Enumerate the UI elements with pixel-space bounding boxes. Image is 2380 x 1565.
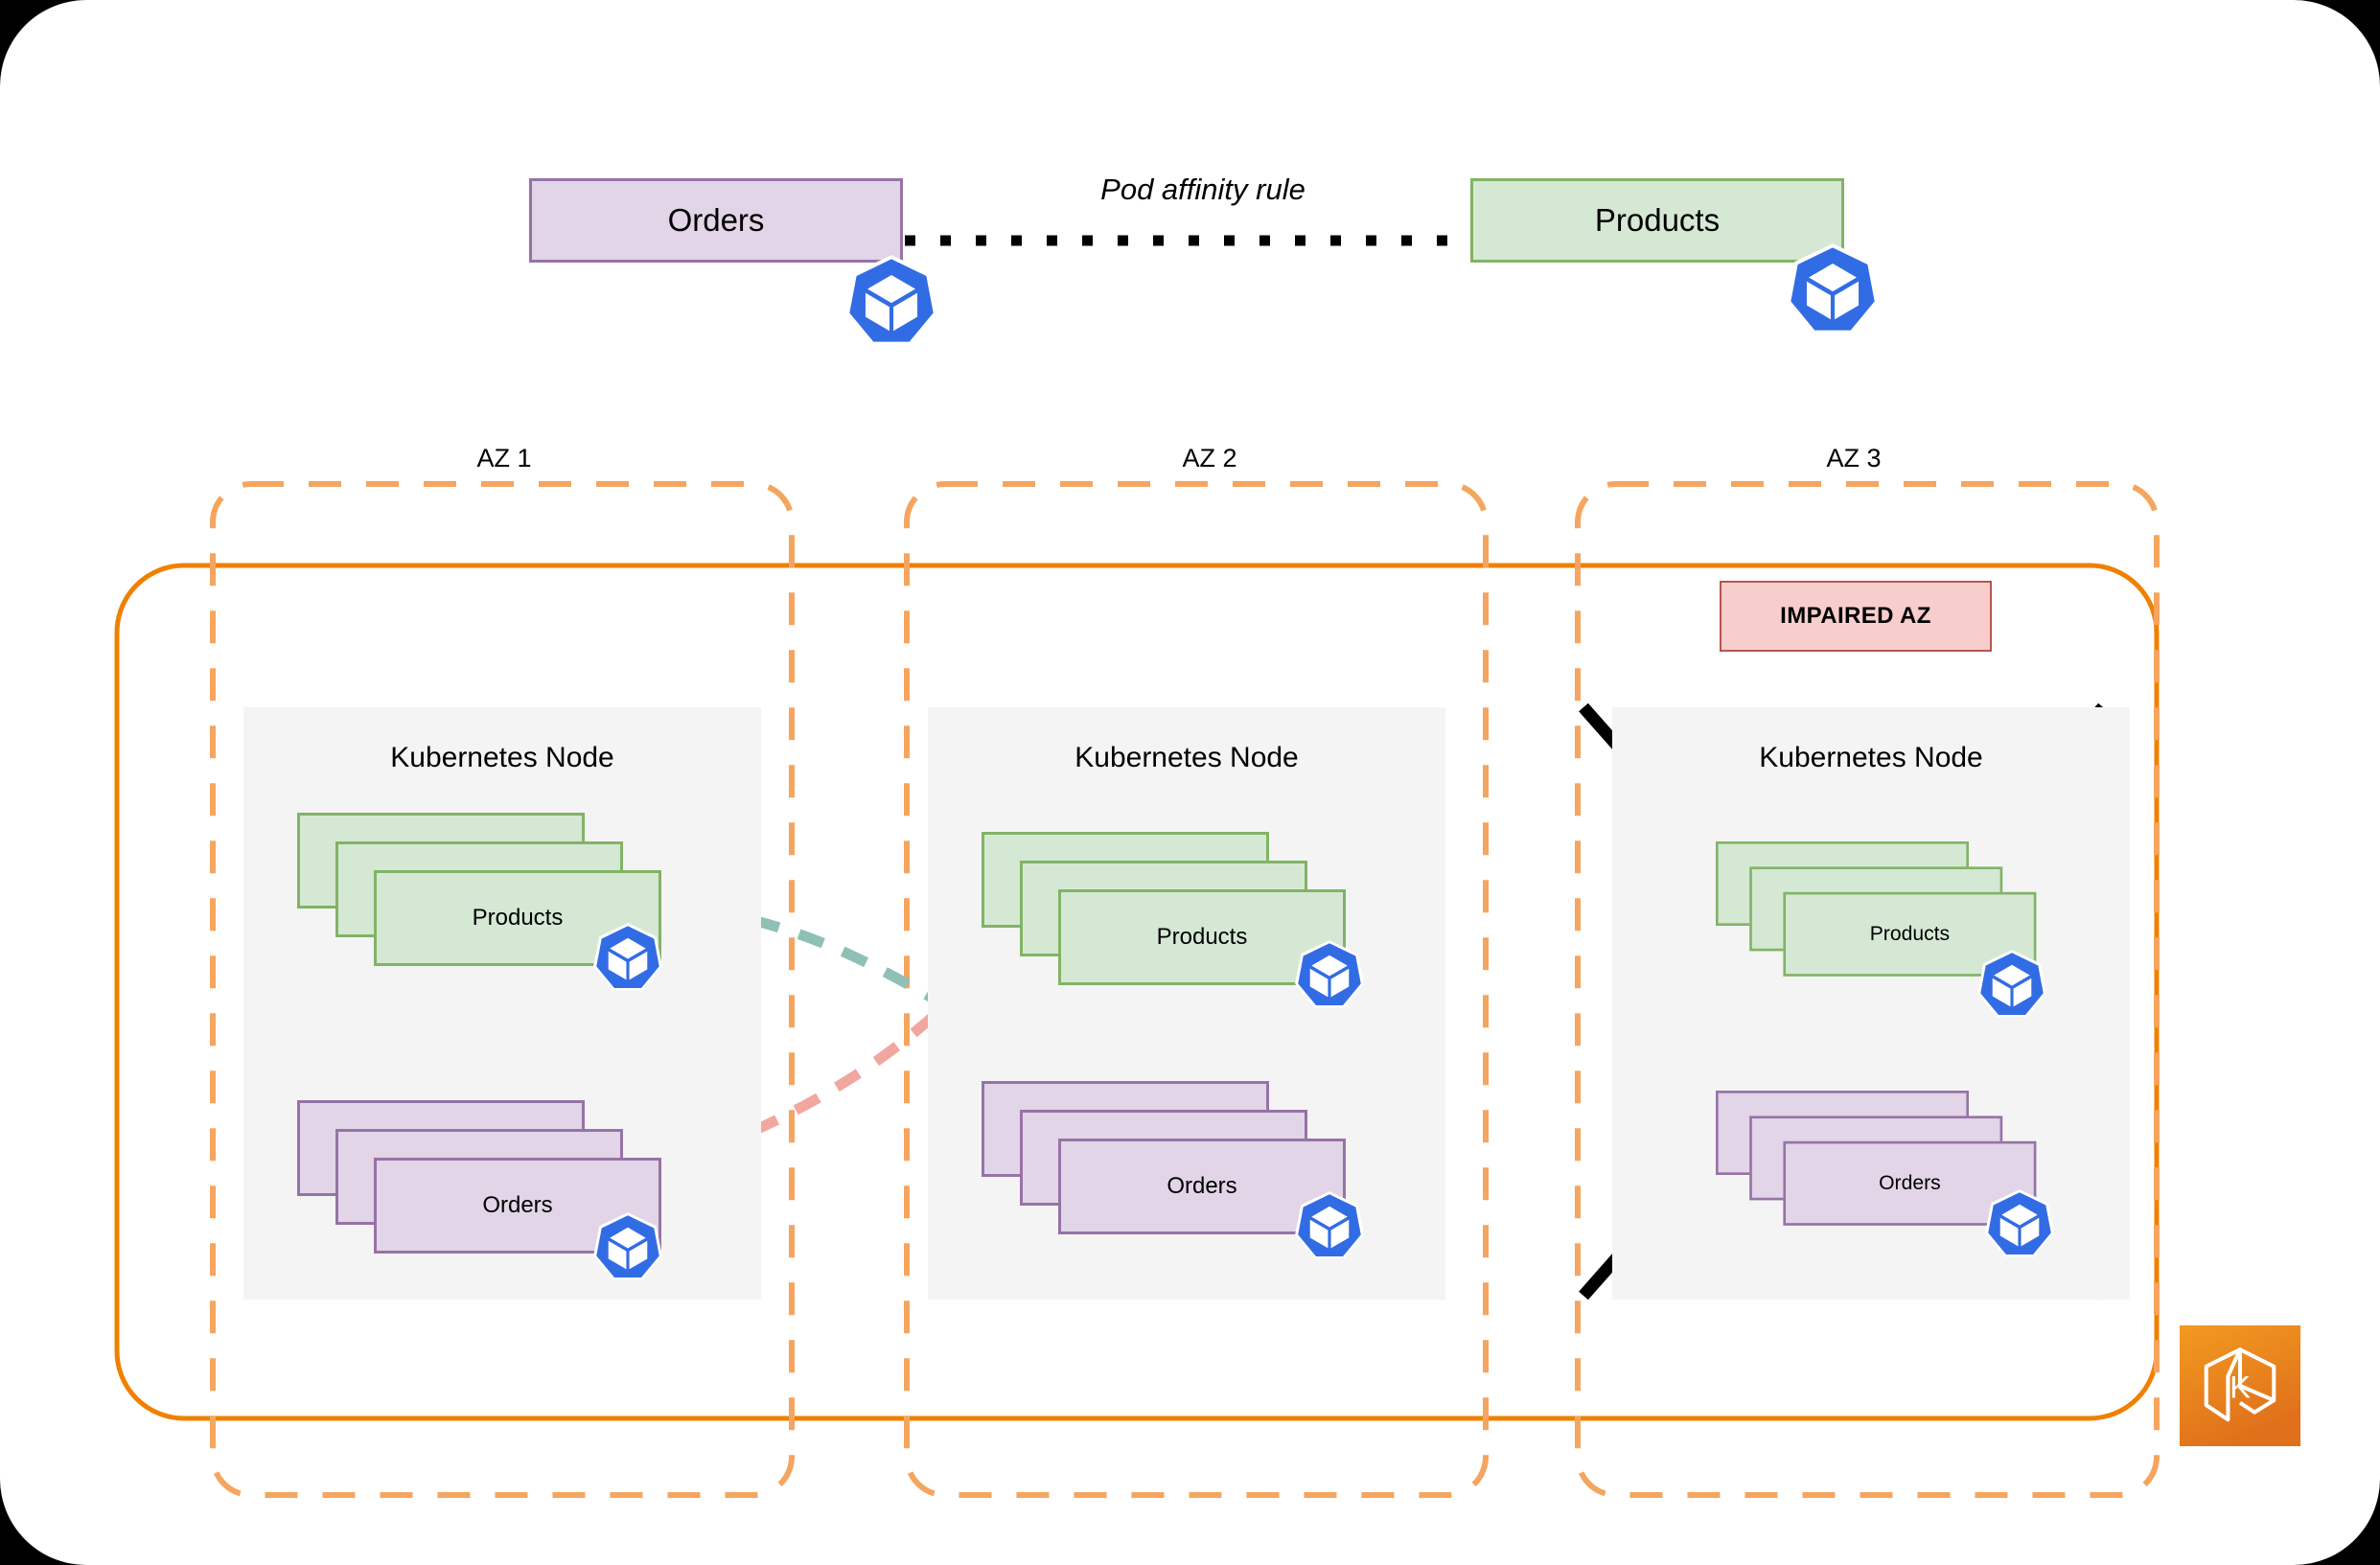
kubernetes-icon bbox=[590, 1209, 665, 1284]
pod-label: Orders bbox=[1167, 1172, 1237, 1199]
kubernetes-icon bbox=[590, 920, 665, 995]
service-box-orders[interactable]: Orders bbox=[529, 178, 903, 263]
pod-label: Products bbox=[1156, 923, 1248, 950]
pod-affinity-label: Pod affinity rule bbox=[1100, 173, 1306, 206]
kubernetes-icon bbox=[1783, 240, 1883, 339]
pod-stack-orders-az3[interactable]: Orders bbox=[1716, 1091, 2037, 1226]
pod-card: Products bbox=[1058, 889, 1346, 985]
kubernetes-icon bbox=[1982, 1186, 2057, 1261]
az-label-az2: AZ 2 bbox=[1182, 444, 1237, 472]
pod-card: Orders bbox=[1783, 1140, 2037, 1226]
az-label-az3: AZ 3 bbox=[1826, 444, 1882, 472]
pod-stack-orders-az1[interactable]: Orders bbox=[297, 1100, 661, 1254]
pod-label: Orders bbox=[482, 1191, 553, 1218]
kubernetes-icon bbox=[1292, 937, 1367, 1012]
kubernetes-icon bbox=[1975, 947, 2049, 1022]
eks-logo-letter: K bbox=[2230, 1369, 2251, 1405]
node-title: Kubernetes Node bbox=[390, 742, 614, 773]
pod-label: Products bbox=[1869, 922, 1951, 946]
pod-card: Orders bbox=[1058, 1139, 1346, 1234]
node-title: Kubernetes Node bbox=[1759, 742, 1983, 773]
kubernetes-icon bbox=[1292, 1188, 1367, 1263]
az-label-az1: AZ 1 bbox=[476, 444, 532, 472]
node-title: Kubernetes Node bbox=[1074, 742, 1299, 773]
service-box-products-label: Products bbox=[1594, 201, 1721, 238]
pod-stack-products-az2[interactable]: Products bbox=[982, 832, 1346, 985]
impaired-az-label: IMPAIRED AZ bbox=[1780, 602, 1931, 629]
eks-logo: K bbox=[2180, 1325, 2300, 1446]
service-box-products[interactable]: Products bbox=[1470, 178, 1844, 263]
impaired-az-badge: IMPAIRED AZ bbox=[1720, 581, 1992, 652]
pod-label: Orders bbox=[1879, 1171, 1941, 1195]
pod-label: Products bbox=[472, 904, 564, 931]
kubernetes-icon bbox=[842, 251, 941, 351]
pod-stack-orders-az2[interactable]: Orders bbox=[982, 1081, 1346, 1234]
service-box-orders-label: Orders bbox=[667, 201, 765, 238]
